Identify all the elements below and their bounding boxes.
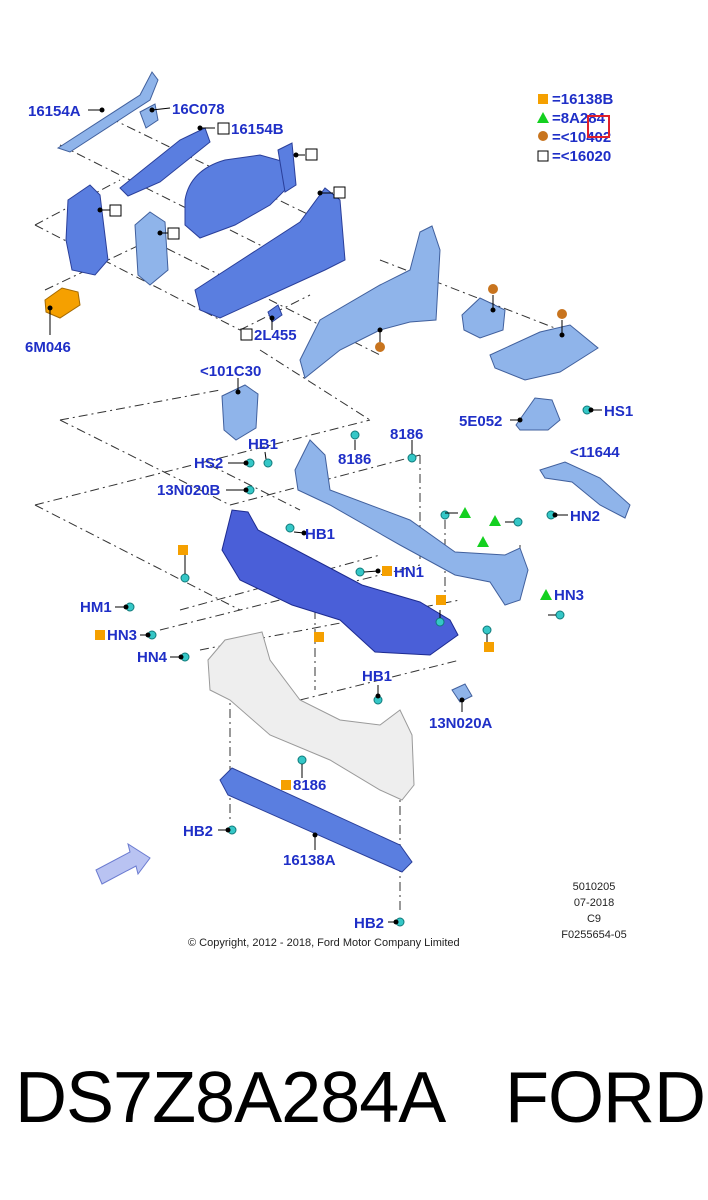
label-hb1-mid: HB1 bbox=[305, 526, 335, 543]
legend-open-square-icon bbox=[537, 150, 549, 162]
part-labels: 16154A 16C078 16154B 6M046 2L455 <101C30… bbox=[25, 101, 633, 932]
label-hb2-bottom: HB2 bbox=[354, 915, 384, 932]
label-6m046: 6M046 bbox=[25, 339, 71, 356]
label-101c30: <101C30 bbox=[200, 363, 261, 380]
orange-square-marker bbox=[178, 545, 188, 555]
part-16138a-lower-beam bbox=[219, 767, 413, 873]
label-hn2: HN2 bbox=[570, 508, 600, 525]
orange-square-marker bbox=[281, 780, 291, 790]
label-hn1: HN1 bbox=[394, 564, 424, 581]
label-11644: <11644 bbox=[570, 444, 620, 461]
part-radiator-support bbox=[221, 509, 459, 656]
part-bumper-beam bbox=[207, 631, 415, 801]
highlight-box bbox=[587, 115, 610, 138]
direction-arrow-icon bbox=[95, 842, 151, 885]
open-square-marker bbox=[109, 204, 122, 217]
part-bracket-right bbox=[489, 324, 599, 381]
legend-orange-square-icon bbox=[538, 94, 548, 104]
meta-ref: F0255654-05 bbox=[561, 929, 626, 941]
copyright-notice: © Copyright, 2012 - 2018, Ford Motor Com… bbox=[188, 937, 460, 949]
orange-square-marker bbox=[484, 642, 494, 652]
label-hs1: HS1 bbox=[604, 403, 633, 420]
label-hb1-low: HB1 bbox=[362, 668, 392, 685]
footer-bar bbox=[0, 1000, 708, 1200]
leader-dots bbox=[47, 107, 594, 925]
orange-square-marker bbox=[436, 595, 446, 605]
label-hb2-left: HB2 bbox=[183, 823, 213, 840]
exploded-parts-diagram: 16154A 16C078 16154B 6M046 2L455 <101C30… bbox=[25, 71, 633, 949]
green-triangle-marker bbox=[540, 589, 552, 600]
label-hn4: HN4 bbox=[137, 649, 168, 666]
part-16c078-clip bbox=[139, 103, 159, 129]
part-16154b-rail bbox=[119, 127, 211, 197]
label-13n020b: 13N020B bbox=[157, 482, 221, 499]
green-triangle-marker bbox=[489, 515, 501, 526]
symbol-markers bbox=[95, 122, 567, 790]
part-101c30-bracket bbox=[221, 384, 259, 441]
meta-section: C9 bbox=[587, 913, 601, 925]
label-hm1: HM1 bbox=[80, 599, 112, 616]
brown-circle-marker bbox=[557, 309, 567, 319]
orange-square-marker bbox=[95, 630, 105, 640]
part-5e052-bracket bbox=[515, 397, 561, 431]
open-square-marker bbox=[305, 148, 318, 161]
part-number-title: DS7Z8A284A bbox=[15, 1058, 446, 1138]
label-5e052: 5E052 bbox=[459, 413, 502, 430]
open-square-marker bbox=[240, 328, 253, 341]
part-reinforcement-small bbox=[461, 297, 506, 339]
brown-circle-marker bbox=[375, 342, 385, 352]
part-6m046-pad bbox=[44, 287, 81, 319]
legend: =16138B =8A284 =<10402 =<16020 bbox=[537, 91, 613, 165]
orange-square-marker bbox=[382, 566, 392, 576]
meta-code: 5010205 bbox=[573, 881, 616, 893]
label-hn3-right: HN3 bbox=[554, 587, 584, 604]
label-hs2: HS2 bbox=[194, 455, 223, 472]
meta-block: 5010205 07-2018 C9 F0255654-05 bbox=[561, 881, 626, 941]
label-16154b: 16154B bbox=[231, 121, 284, 138]
label-hb1-top: HB1 bbox=[248, 436, 278, 453]
green-triangle-marker bbox=[477, 536, 489, 547]
part-wheelhouse bbox=[184, 154, 291, 239]
open-square-marker bbox=[333, 186, 346, 199]
part-left-pillar bbox=[65, 184, 109, 276]
part-fender-apron bbox=[299, 225, 441, 379]
part-lower-apron bbox=[194, 187, 346, 319]
legend-item-16020: =<16020 bbox=[552, 148, 611, 165]
orange-square-marker bbox=[314, 632, 324, 642]
legend-item-8a284: =8A284 bbox=[552, 110, 606, 127]
part-11644-bracket bbox=[539, 461, 631, 519]
label-16c078: 16C078 bbox=[172, 101, 225, 118]
label-8186-a: 8186 bbox=[390, 426, 423, 443]
parts bbox=[44, 71, 631, 885]
label-16154a: 16154A bbox=[28, 103, 81, 120]
label-2l455: 2L455 bbox=[254, 327, 297, 344]
label-8186-c: 8186 bbox=[293, 777, 326, 794]
part-inner-bracket bbox=[134, 211, 169, 286]
label-8186-b: 8186 bbox=[338, 451, 371, 468]
legend-green-triangle-icon bbox=[537, 112, 549, 123]
label-13n020a: 13N020A bbox=[429, 715, 493, 732]
part-13n020a-clip bbox=[451, 683, 473, 703]
brand-name: FORD bbox=[505, 1058, 706, 1138]
meta-date: 07-2018 bbox=[574, 897, 614, 909]
open-square-marker bbox=[167, 227, 180, 240]
brown-circle-marker bbox=[488, 284, 498, 294]
label-16138a: 16138A bbox=[283, 852, 336, 869]
part-16154a-bracket bbox=[56, 71, 159, 153]
green-triangle-marker bbox=[459, 507, 471, 518]
part-front-upper-tie-bar bbox=[294, 439, 529, 606]
legend-item-10402: =<10402 bbox=[552, 129, 611, 146]
legend-item-16138b: =16138B bbox=[552, 91, 613, 108]
fasteners bbox=[125, 405, 592, 927]
legend-brown-circle-icon bbox=[538, 131, 548, 141]
label-hn3-left: HN3 bbox=[107, 627, 137, 644]
part-left-apron-upper bbox=[277, 142, 297, 193]
open-square-marker bbox=[217, 122, 230, 135]
